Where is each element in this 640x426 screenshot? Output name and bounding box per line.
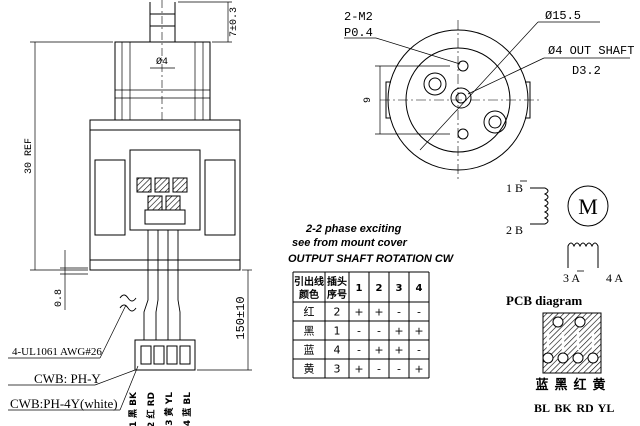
pcb-en-label-2: BK [554,401,572,415]
table-cell-color: 红 [304,306,315,319]
motor-body [89,119,241,271]
wire-label-2: 2 红 RD [145,392,157,426]
table-cell-pin: 1 [334,325,341,338]
pcb-en-label-3: RD [576,401,594,415]
pcb-title: PCB diagram [506,293,582,308]
table-cell-step: - [357,325,361,338]
table-cell-step: + [414,363,423,376]
excitation-line-1: 2-2 phase exciting [305,223,402,235]
terminal-3a: 3 A [563,271,580,285]
table-cell-step: - [417,344,421,357]
pcb-cn-label-4: 黄 [592,377,605,393]
table-cell-step: + [374,344,383,357]
pcb-cn-label-3: 红 [573,377,586,393]
motor-symbol [567,185,609,227]
pcb-diagram [542,312,602,374]
diameter-label: Ø15.5 [545,9,581,23]
table-cell-step: + [414,325,423,338]
table-cell-step: - [377,325,381,338]
table-header-step: 2 [376,283,383,294]
table-header-step: 1 [356,283,363,294]
table-cell-pin: 4 [334,344,341,357]
mounting-holes [423,60,507,140]
output-shaft [149,0,176,120]
terminal-2b: 2 B [506,223,523,237]
coil-b [530,187,549,225]
gearbox-housing [114,41,211,121]
connector-label-2: CWB:PH-4Y(white) [10,396,118,411]
coil-a [567,242,599,268]
dim-shaft-diameter: Ø4 [156,56,168,68]
terminal-pins [136,177,188,225]
wire-label-3: 3 黄 YL [163,392,175,426]
table-header-color: 引出线 [294,275,324,288]
excitation-line-3: OUTPUT SHAFT ROTATION CW [288,253,455,265]
dim-top-length: 7±0.3 [229,7,240,37]
dim-gap: 0.8 [54,289,65,307]
table-cell-step: + [354,306,363,319]
table-cell-step: - [397,306,401,319]
dim-9: 9 [363,97,374,103]
table-cell-step: - [397,363,401,376]
table-header-pin-2: 序号 [327,288,347,301]
wire-label-4: 4 蓝 BL [181,392,193,426]
wire-spec-label: 4-UL1061 AWG#26 [12,346,102,358]
table-header-color-2: 颜色 [299,288,319,301]
table-cell-step: + [354,363,363,376]
table-cell-step: + [394,325,403,338]
terminal-1b: 1 B [506,181,523,195]
wire-label-1: 1 黑 BK [128,391,139,426]
excitation-line-2: see from mount cover [292,237,408,249]
dimension-lines [8,1,252,411]
pcb-cn-label-1: 蓝 [535,377,548,393]
wire-connector [134,339,196,371]
table-header-step: 4 [416,283,423,294]
table-cell-step: - [357,344,361,357]
terminal-block [129,149,201,231]
front-view [344,20,630,180]
pcb-en-label-1: BL [534,401,550,415]
table-cell-color: 黄 [304,362,315,376]
table-cell-step: - [377,363,381,376]
dim-body-height: 30 REF [24,138,35,174]
side-view [8,0,252,411]
pcb-en-label-4: YL [598,401,615,415]
table-cell-step: - [417,306,421,319]
table-cell-pin: 3 [334,363,341,376]
pcb-cn-label-2: 黑 [554,378,567,393]
table-header-step: 3 [396,283,403,294]
front-shaft [450,87,472,109]
shaft-cut-label: D3.2 [572,64,601,78]
table-cell-step: + [394,344,403,357]
motor-schematic [530,185,609,268]
table-cell-color: 蓝 [304,344,315,357]
motor-symbol-label: M [578,194,598,219]
holes-label: 2-M2 [344,10,373,24]
shaft-label: Ø4 OUT SHAFT [548,44,634,58]
terminal-4a: 4 A [606,271,623,285]
lead-wires [119,230,181,340]
connector-label-1: CWB: PH-Y [34,371,101,386]
table-cell-step: + [374,306,383,319]
table-cell-pin: 2 [334,306,341,319]
dim-lead-length: 150±10 [234,296,248,339]
table-header-pin: 插头 [327,275,347,288]
table-cell-color: 黑 [304,325,315,338]
hole-pitch-label: P0.4 [344,26,373,40]
